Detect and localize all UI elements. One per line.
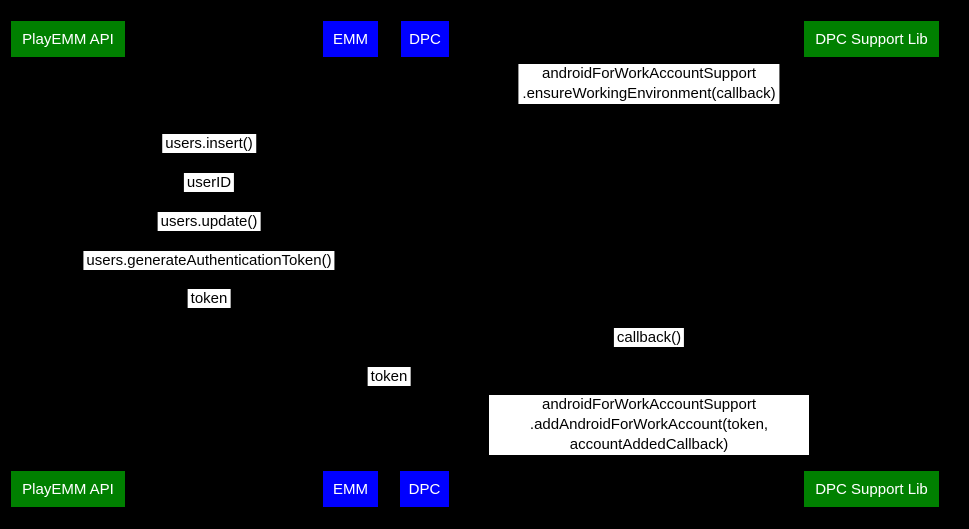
actor-top-emm: EMM bbox=[323, 21, 378, 57]
message-add-android-for-work-account: androidForWorkAccountSupport .addAndroid… bbox=[489, 395, 809, 455]
actor-bottom-playemm-api: PlayEMM API bbox=[11, 471, 125, 507]
message-users-update: users.update() bbox=[157, 212, 261, 231]
actor-top-dpc: DPC bbox=[401, 21, 449, 57]
message-token-response: token bbox=[187, 289, 231, 308]
message-ensure-working-environment: androidForWorkAccountSupport .ensureWork… bbox=[518, 64, 780, 104]
message-userid: userID bbox=[183, 173, 235, 192]
actor-top-dpc-support-lib: DPC Support Lib bbox=[804, 21, 939, 57]
actor-bottom-dpc: DPC bbox=[400, 471, 449, 507]
actor-bottom-dpc-support-lib: DPC Support Lib bbox=[804, 471, 939, 507]
actor-bottom-emm: EMM bbox=[323, 471, 378, 507]
actor-top-playemm-api: PlayEMM API bbox=[11, 21, 125, 57]
message-callback: callback() bbox=[613, 328, 685, 347]
message-token-pass: token bbox=[367, 367, 411, 386]
message-generate-authentication-token: users.generateAuthenticationToken() bbox=[83, 251, 335, 270]
message-users-insert: users.insert() bbox=[162, 134, 256, 153]
